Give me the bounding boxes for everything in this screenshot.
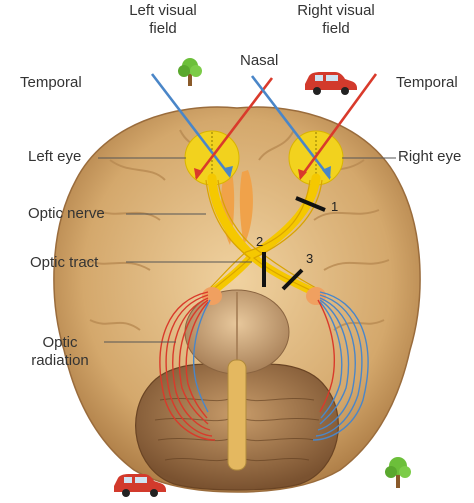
- brainstem: [227, 359, 247, 471]
- optic-tract-label: Optic tract: [30, 254, 99, 271]
- optic-nerve-label: Optic nerve: [28, 205, 105, 222]
- left-visual-field-label: Left visual field: [129, 2, 197, 37]
- right-visual-field-label: Right visual field: [297, 2, 375, 37]
- cerebellum-folia: [154, 397, 320, 462]
- optic-radiation-label: Optic radiation: [31, 334, 89, 369]
- car-icon: [114, 474, 166, 497]
- nasal-label: Nasal: [240, 52, 279, 69]
- left-eye-label: Left eye: [28, 148, 82, 165]
- light-rays: [150, 73, 378, 179]
- car-icon: [305, 72, 357, 95]
- olfactory-bulb-right: [239, 170, 253, 245]
- optic-radiation-left-blue: [193, 299, 211, 413]
- optic-radiation-right: [312, 291, 369, 441]
- ray-left-nasal: [194, 77, 274, 179]
- lesion-1: [295, 196, 326, 212]
- ray-left-temporal: [150, 73, 232, 177]
- leader-lines: [98, 157, 396, 343]
- ray-right-nasal: [250, 75, 332, 179]
- right-eye-label: Right eye: [398, 148, 462, 165]
- ray-right-temporal: [298, 73, 378, 179]
- tree-icon: [178, 58, 202, 86]
- temporal-right-label: Temporal: [396, 74, 458, 91]
- lesion-2-label: 2: [256, 234, 263, 249]
- temporal-left-label: Temporal: [20, 74, 82, 91]
- optic-radiation-right-red: [317, 299, 335, 413]
- optic-radiation-left: [159, 291, 216, 441]
- ray-arrowheads: [194, 166, 331, 180]
- lesion-3-label: 3: [306, 251, 313, 266]
- tree-icon: [385, 457, 411, 488]
- lesion-3: [281, 268, 304, 291]
- lesion-1-label: 1: [331, 199, 338, 214]
